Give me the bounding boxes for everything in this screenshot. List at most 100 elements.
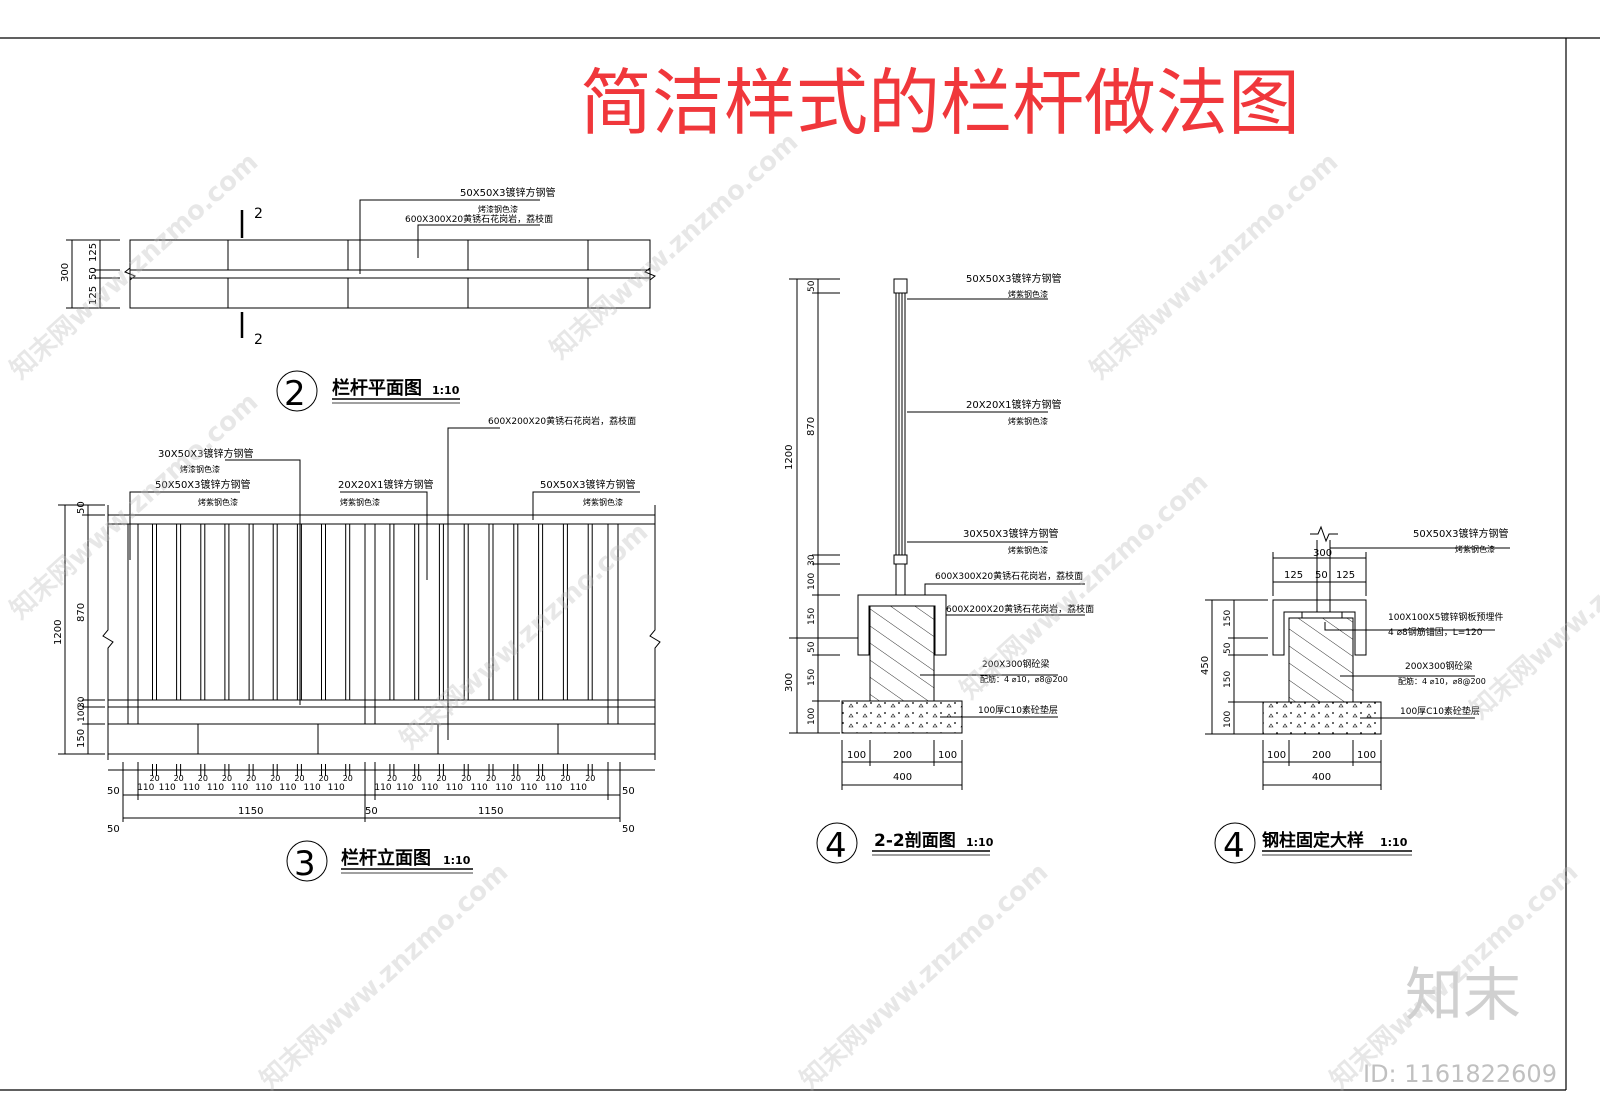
elevation-label: 栏杆立面图	[341, 847, 431, 869]
sec-note-2b: 烤紫钢色漆	[1008, 416, 1048, 426]
watermark-logo: 知末	[1405, 961, 1521, 1029]
sec-note-7a: 100厚C10素砼垫层	[978, 704, 1058, 716]
det-note-3b: 配筋：4 ⌀10，⌀8@200	[1398, 676, 1486, 686]
spacing-20: 20	[486, 774, 496, 783]
sheet-frame	[0, 37, 1600, 1091]
elev-hdim-1150a: 1150	[238, 806, 263, 817]
plan-dim-125b: 125	[88, 286, 99, 305]
plan-dim-300: 300	[60, 263, 71, 282]
section-label: 2-2剖面图	[874, 830, 956, 851]
baluster	[345, 523, 351, 701]
spacing-20: 20	[319, 774, 329, 783]
spacing-20: 20	[294, 774, 304, 783]
det-note-3a: 200X300钢砼梁	[1405, 660, 1473, 672]
section-scale: 1:10	[966, 836, 994, 849]
spacing-110: 110	[471, 783, 488, 793]
det-topdim-125a: 125	[1284, 570, 1303, 581]
sec-vdim-150a: 150	[807, 608, 817, 625]
watermark-text: 知末网www.znzmo.com	[395, 517, 655, 755]
det-vdim-450: 450	[1200, 656, 1211, 675]
det-note-4a: 100厚C10素砼垫层	[1400, 705, 1480, 717]
spacing-20: 20	[536, 774, 546, 783]
elev-note-3a: 20X20X1镀锌方钢管	[338, 478, 434, 491]
sec-vdim-870: 870	[806, 417, 817, 436]
sec-hdim-400: 400	[893, 772, 912, 783]
plan-dim-125a: 125	[88, 243, 99, 262]
elevation-view	[58, 427, 661, 882]
sec-vdim-50b: 50	[807, 641, 817, 653]
elev-note-4a: 50X50X3镀锌方钢管	[540, 478, 636, 491]
plan-section-mark-top: 2	[254, 206, 263, 222]
plan-label: 栏杆平面图	[332, 377, 422, 399]
plan-number: 2	[284, 374, 306, 414]
detail-view	[1205, 525, 1510, 864]
sec-note-1a: 50X50X3镀锌方钢管	[966, 272, 1062, 285]
elev-note-2a: 50X50X3镀锌方钢管	[155, 478, 251, 491]
plan-note-1: 50X50X3镀锌方钢管	[460, 186, 556, 199]
section-number: 4	[825, 826, 847, 866]
spacing-20: 20	[412, 774, 422, 783]
det-topdim-300: 300	[1313, 548, 1332, 559]
baluster	[152, 523, 157, 701]
watermark-id: ID: 1161822609	[1363, 1060, 1557, 1088]
plan-view	[66, 199, 656, 412]
elev-vdim-100: 100	[77, 705, 87, 722]
elev-note-3b: 烤紫钢色漆	[340, 497, 380, 507]
watermarks: 知末网www.znzmo.com 知末网www.znzmo.com 知末网www.z…	[5, 127, 1600, 1095]
sec-vdim-150b: 150	[807, 669, 817, 686]
spacing-20: 20	[343, 774, 353, 783]
drawing-title: 简洁样式的栏杆做法图	[580, 61, 1300, 145]
spacing-110: 110	[159, 783, 176, 793]
elev-vdim-870: 870	[76, 603, 87, 622]
elev-vdim-150: 150	[76, 729, 87, 748]
sec-hdim-200: 200	[893, 750, 912, 761]
spacing-110: 110	[304, 783, 321, 793]
baluster	[248, 523, 254, 701]
det-hdim-200: 200	[1312, 750, 1331, 761]
spacing-20: 20	[461, 774, 471, 783]
elevation-number: 3	[294, 844, 316, 884]
spacing-110: 110	[495, 783, 512, 793]
elev-hdim-50a: 50	[107, 786, 120, 797]
baluster	[488, 523, 494, 701]
plan-scale: 1:10	[432, 384, 460, 397]
spacing-20: 20	[585, 774, 595, 783]
plan-note-1b: 烤漆钢色漆	[478, 204, 518, 214]
sec-note-3b: 烤紫钢色漆	[1008, 545, 1048, 555]
watermark-text: 知末网www.znzmo.com	[1085, 147, 1345, 385]
det-hdim-100b: 100	[1357, 750, 1376, 761]
elev-note-4b: 烤紫钢色漆	[583, 497, 623, 507]
sec-vdim-50: 50	[807, 280, 817, 292]
baluster	[200, 523, 206, 701]
watermark-text: 知末网www.znzmo.com	[255, 857, 515, 1095]
elev-hdim-50d: 50	[107, 824, 120, 835]
sec-note-3a: 30X50X3镀锌方钢管	[963, 527, 1059, 540]
det-vdim-100: 100	[1223, 711, 1233, 728]
detail-number: 4	[1223, 826, 1245, 866]
spacing-20: 20	[150, 774, 160, 783]
sec-hdim-100a: 100	[847, 750, 866, 761]
watermark-text: 知末网www.znzmo.com	[1465, 487, 1600, 725]
det-vdim-150a: 150	[1223, 610, 1233, 627]
det-hdim-400: 400	[1312, 772, 1331, 783]
sec-note-5a: 600X200X20黄锈石花岗岩，荔枝面	[946, 603, 1094, 615]
spacing-110: 110	[396, 783, 413, 793]
det-vdim-150b: 150	[1223, 671, 1233, 688]
spacing-20: 20	[174, 774, 184, 783]
sec-hdim-100b: 100	[938, 750, 957, 761]
baluster	[389, 523, 395, 701]
elev-vdim-1200: 1200	[53, 620, 64, 645]
baluster	[414, 523, 420, 701]
spacing-110: 110	[374, 783, 391, 793]
det-note-1a: 50X50X3镀锌方钢管	[1413, 527, 1509, 540]
det-vdim-50: 50	[1223, 642, 1233, 654]
detail-texts: 50X50X3镀锌方钢管 烤紫钢色漆 100X100X5镀锌钢板预埋件 4 ⌀8…	[1200, 527, 1509, 866]
detail-scale: 1:10	[1380, 836, 1408, 849]
spacing-110: 110	[570, 783, 587, 793]
sec-note-6b: 配筋：4 ⌀10，⌀8@200	[980, 674, 1068, 684]
spacing-20: 20	[270, 774, 280, 783]
det-topdim-50: 50	[1315, 570, 1328, 581]
plan-note-2: 600X300X20黄锈石花岗岩，荔枝面	[405, 213, 553, 225]
baluster	[587, 523, 593, 701]
